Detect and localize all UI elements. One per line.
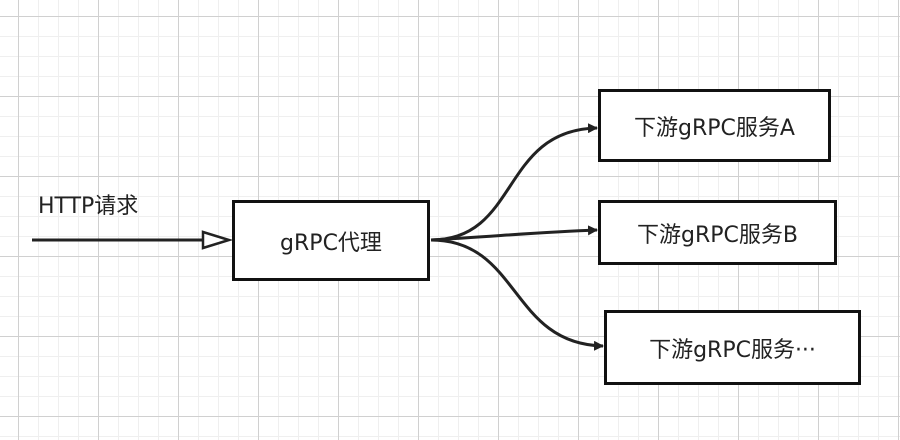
arrow-to-service-a <box>430 123 598 242</box>
arrow-to-service-b <box>430 225 598 242</box>
arrow-to-service-more <box>430 238 604 351</box>
downstream-service-a-label: 下游gRPC服务A <box>634 115 795 141</box>
grpc-proxy-box: gRPC代理 <box>232 200 430 281</box>
grpc-proxy-label: gRPC代理 <box>280 230 382 256</box>
http-request-label: HTTP请求 <box>38 194 139 219</box>
http-request-arrow <box>32 230 234 250</box>
downstream-service-a-box: 下游gRPC服务A <box>598 89 831 162</box>
downstream-service-b-box: 下游gRPC服务B <box>598 200 837 265</box>
hollow-arrowhead-icon <box>201 230 234 250</box>
downstream-service-b-label: 下游gRPC服务B <box>637 222 798 248</box>
downstream-service-more-label: 下游gRPC服务··· <box>649 337 816 363</box>
downstream-service-more-box: 下游gRPC服务··· <box>604 310 861 385</box>
